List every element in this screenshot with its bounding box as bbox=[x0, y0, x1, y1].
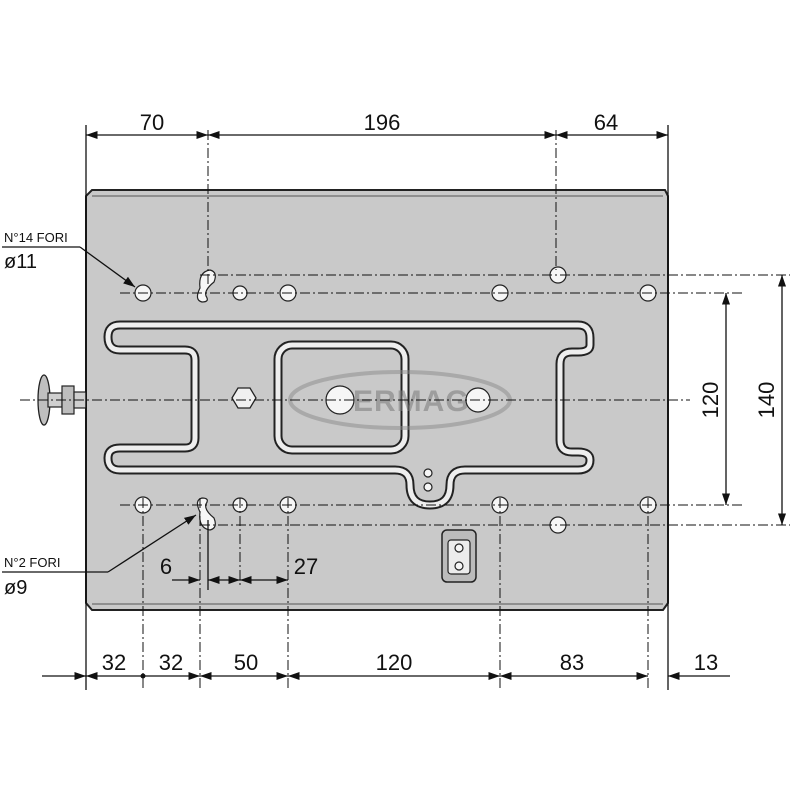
extension-lines bbox=[85, 125, 669, 690]
note-14-holes-diameter: ø11 bbox=[4, 251, 37, 273]
dim-bottom-50: 50 bbox=[234, 650, 258, 675]
center-lines bbox=[20, 130, 790, 690]
dim-detail-6: 6 bbox=[160, 554, 172, 579]
note-2-holes-diameter: ø9 bbox=[4, 577, 27, 599]
upper-hole-row bbox=[134, 266, 657, 303]
dim-top-64: 64 bbox=[594, 110, 618, 135]
dim-bottom-83: 83 bbox=[560, 650, 584, 675]
dim-top-70: 70 bbox=[140, 110, 164, 135]
dim-right-120: 120 bbox=[698, 382, 723, 419]
dim-bottom-13: 13 bbox=[694, 650, 718, 675]
bottom-dimension-lines bbox=[42, 671, 730, 681]
slot-block bbox=[441, 529, 477, 583]
detail-dimension-lines bbox=[172, 520, 288, 590]
note-2-holes-label: N°2 FORI bbox=[4, 555, 60, 570]
dim-detail-27: 27 bbox=[294, 554, 318, 579]
dim-bottom-120: 120 bbox=[376, 650, 413, 675]
note-2-holes bbox=[2, 514, 197, 573]
note-14-holes-label: N°14 FORI bbox=[4, 230, 68, 245]
note-14-holes bbox=[2, 246, 136, 288]
dim-bottom-32b: 32 bbox=[159, 650, 183, 675]
dim-bottom-32a: 32 bbox=[102, 650, 126, 675]
dim-right-140: 140 bbox=[754, 382, 779, 419]
dim-top-196: 196 bbox=[364, 110, 401, 135]
right-dimension-lines bbox=[721, 275, 787, 525]
